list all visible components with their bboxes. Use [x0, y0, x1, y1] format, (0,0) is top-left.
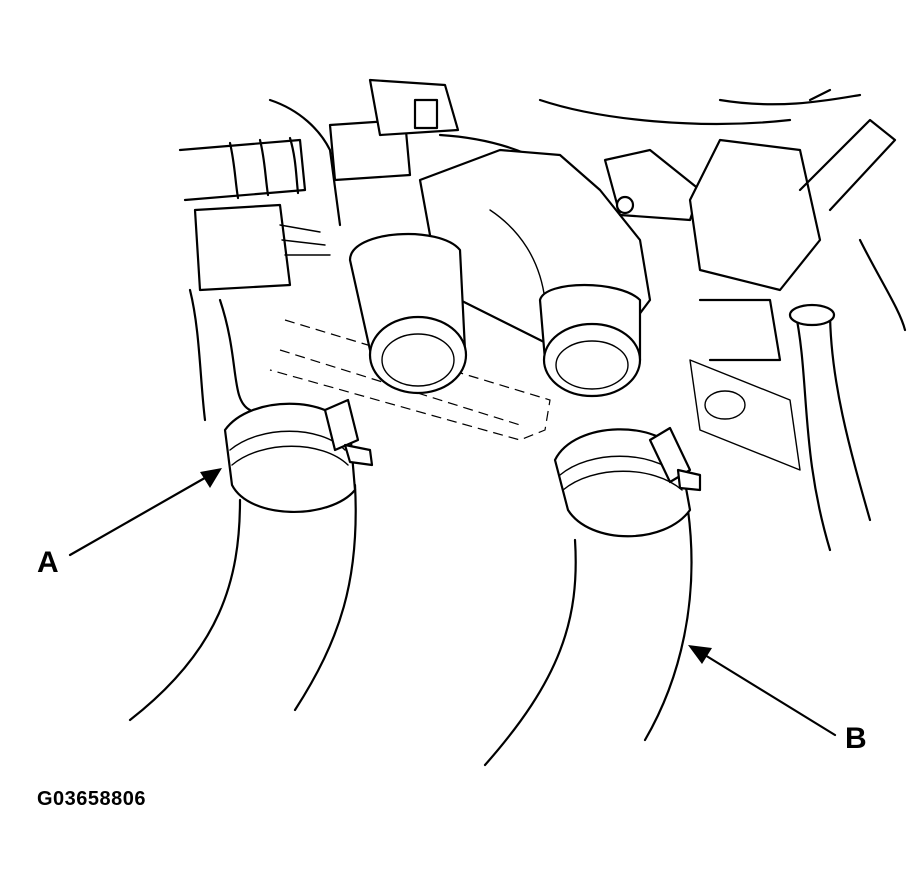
wiring-harness-left	[178, 98, 342, 292]
figure-code: G03658806	[37, 788, 147, 810]
callout-label-b: B	[845, 722, 867, 755]
callout-label-a: A	[37, 546, 59, 579]
pipe-stub-left	[348, 232, 468, 395]
right-side-pipe	[788, 238, 907, 552]
hose-b	[483, 426, 702, 767]
callout-arrow-a	[68, 468, 222, 557]
callout-arrow-b	[688, 645, 837, 737]
hose-a	[128, 398, 374, 722]
engine-block-background	[188, 288, 801, 471]
pipe-stub-right	[538, 283, 642, 398]
